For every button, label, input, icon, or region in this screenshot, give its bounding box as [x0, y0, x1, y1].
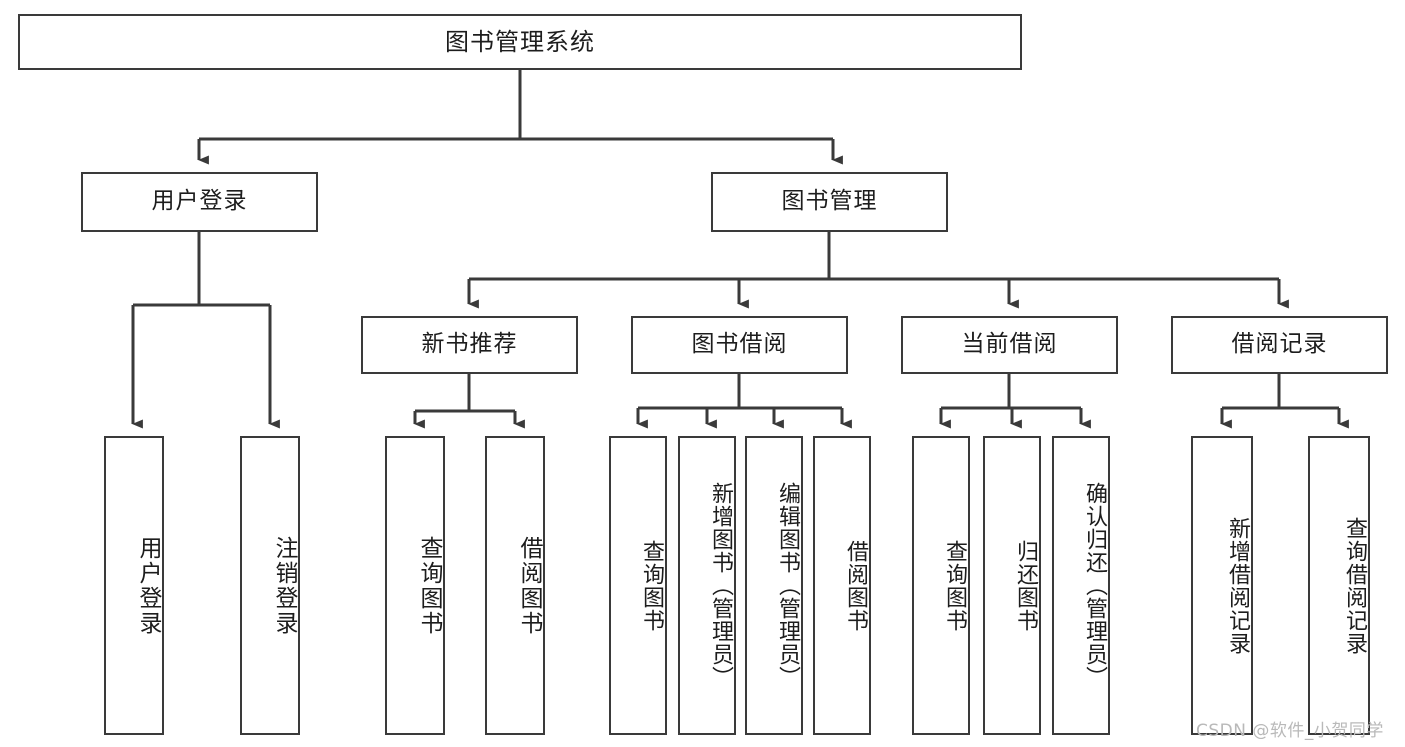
node-book-management-label: 图书管理 [781, 188, 878, 215]
leaf-user-logout-label: 注销登录 [271, 535, 297, 636]
node-borrow-records[interactable]: 借阅记录 [1171, 316, 1388, 374]
node-book-management[interactable]: 图书管理 [711, 172, 948, 232]
leaf-add-borrow-record[interactable]: 新增借阅记录 [1191, 436, 1253, 735]
leaf-query-book-recommend[interactable]: 查询图书 [385, 436, 445, 735]
leaf-query-borrow-record-label: 查询借阅记录 [1342, 516, 1367, 655]
leaf-add-book[interactable]: 新增图书（管理员） [678, 436, 736, 735]
node-user-login-label: 用户登录 [151, 188, 248, 215]
leaf-query-book-recommend-label: 查询图书 [416, 535, 442, 636]
leaf-query-book-borrow-label: 查询图书 [639, 539, 664, 632]
node-borrow-records-label: 借阅记录 [1231, 331, 1328, 358]
leaf-query-borrow-record[interactable]: 查询借阅记录 [1308, 436, 1370, 735]
leaf-borrow-book[interactable]: 借阅图书 [813, 436, 871, 735]
node-root-label: 图书管理系统 [445, 27, 595, 56]
node-current-borrow-label: 当前借阅 [961, 331, 1058, 358]
leaf-confirm-return[interactable]: 确认归还（管理员） [1052, 436, 1110, 735]
leaf-user-login[interactable]: 用户登录 [104, 436, 164, 735]
node-new-book-recommend-label: 新书推荐 [421, 331, 518, 358]
node-current-borrow[interactable]: 当前借阅 [901, 316, 1118, 374]
csdn-watermark: CSDN @软件_小贺同学 [1196, 721, 1384, 741]
leaf-borrow-book-recommend[interactable]: 借阅图书 [485, 436, 545, 735]
node-book-borrow-label: 图书借阅 [691, 331, 788, 358]
leaf-return-book[interactable]: 归还图书 [983, 436, 1041, 735]
leaf-edit-book-label: 编辑图书（管理员） [775, 482, 800, 689]
leaf-query-book-borrow[interactable]: 查询图书 [609, 436, 667, 735]
leaf-borrow-book-label: 借阅图书 [843, 539, 868, 632]
leaf-user-login-label: 用户登录 [135, 535, 161, 636]
node-user-login[interactable]: 用户登录 [81, 172, 318, 232]
leaf-query-book-current-label: 查询图书 [942, 539, 967, 632]
leaf-add-borrow-record-label: 新增借阅记录 [1225, 516, 1250, 655]
leaf-edit-book[interactable]: 编辑图书（管理员） [745, 436, 803, 735]
leaf-borrow-book-recommend-label: 借阅图书 [516, 535, 542, 636]
node-new-book-recommend[interactable]: 新书推荐 [361, 316, 578, 374]
leaf-confirm-return-label: 确认归还（管理员） [1082, 482, 1107, 689]
leaf-query-book-current[interactable]: 查询图书 [912, 436, 970, 735]
leaf-add-book-label: 新增图书（管理员） [708, 482, 733, 689]
node-book-borrow[interactable]: 图书借阅 [631, 316, 848, 374]
node-root[interactable]: 图书管理系统 [18, 14, 1022, 70]
leaf-user-logout[interactable]: 注销登录 [240, 436, 300, 735]
leaf-return-book-label: 归还图书 [1013, 539, 1038, 632]
